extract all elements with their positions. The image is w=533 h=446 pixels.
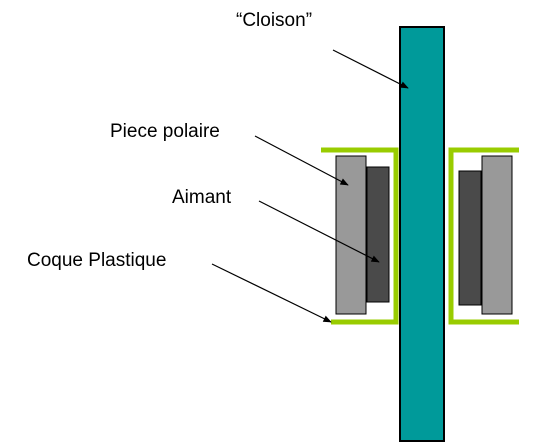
piece-polaire-left — [335, 155, 367, 315]
arrow-cloison — [332, 49, 409, 89]
arrow-coque-plastique — [211, 263, 332, 323]
label-coque-plastique: Coque Plastique — [27, 250, 167, 271]
arrow-aimant — [258, 200, 380, 263]
piece-polaire-right — [481, 155, 513, 315]
arrow-piece-polaire — [254, 135, 349, 186]
label-piece-polaire: Piece polaire — [110, 121, 220, 142]
cloison-bar — [399, 26, 445, 442]
label-cloison: “Cloison” — [236, 10, 313, 31]
coque-plastique-right — [448, 147, 519, 325]
label-aimant: Aimant — [172, 187, 232, 208]
coque-plastique-left — [321, 147, 399, 325]
aimant-right — [458, 170, 482, 306]
aimant-left — [366, 166, 390, 303]
